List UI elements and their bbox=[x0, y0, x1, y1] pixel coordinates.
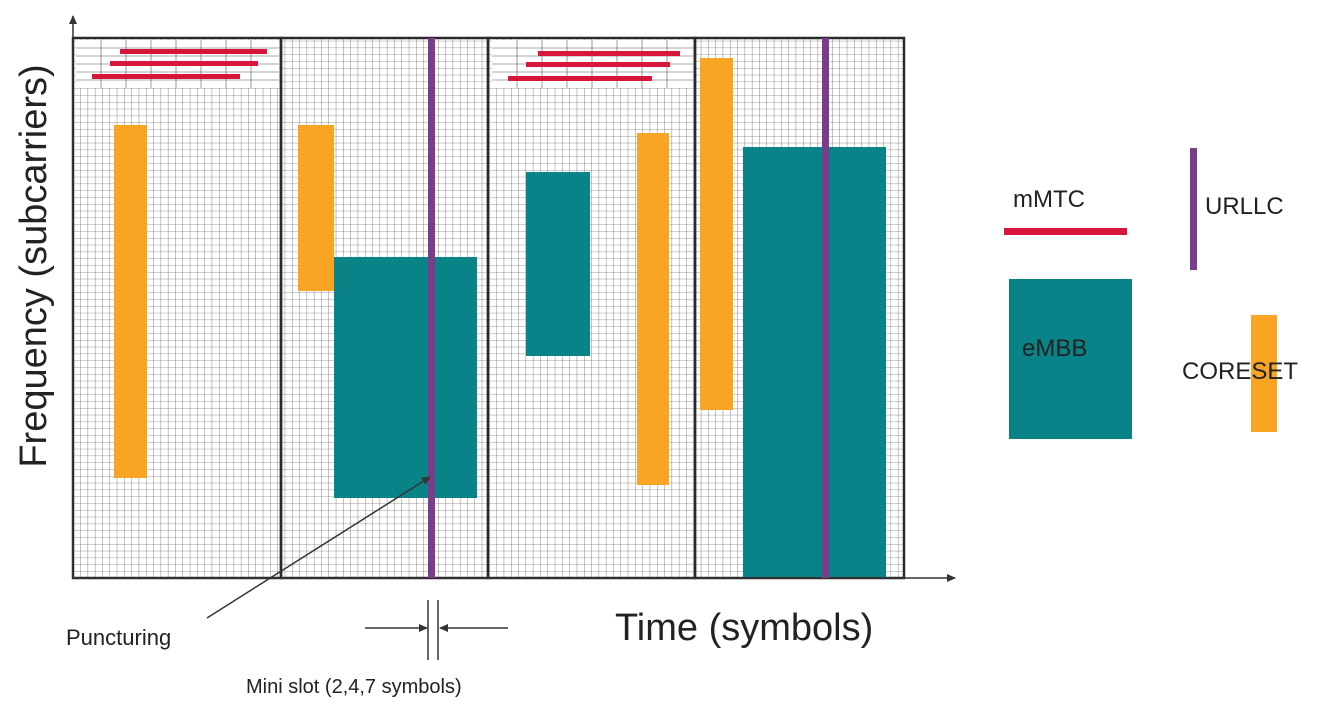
puncturing-label: Puncturing bbox=[66, 625, 171, 650]
legend-urllc-label: URLLC bbox=[1205, 193, 1284, 220]
mmtc-bar bbox=[92, 74, 240, 79]
urllc-line bbox=[822, 38, 829, 578]
legend-coreset-swatch bbox=[1251, 315, 1277, 432]
mmtc-bar bbox=[526, 62, 670, 67]
legend-mmtc-label: mMTC bbox=[1013, 186, 1085, 213]
mmtc-bar bbox=[110, 61, 258, 66]
mini-slot-indicator bbox=[365, 600, 508, 660]
legend-coreset-label: CORESET bbox=[1182, 358, 1298, 385]
coreset-bar bbox=[298, 125, 334, 291]
embb-block bbox=[743, 147, 886, 577]
legend-embb-label: eMBB bbox=[1022, 335, 1087, 362]
coreset-bar bbox=[700, 58, 733, 410]
embb-block bbox=[334, 257, 477, 498]
mmtc-bar bbox=[508, 76, 652, 81]
legend-mmtc-swatch bbox=[1004, 228, 1127, 235]
mmtc-bar bbox=[538, 51, 680, 56]
legend-urllc-swatch bbox=[1190, 148, 1197, 270]
urllc-line bbox=[428, 38, 435, 578]
mmtc-bar bbox=[120, 49, 267, 54]
puncturing-arrow bbox=[206, 476, 431, 619]
axes bbox=[69, 15, 956, 582]
coreset-bar bbox=[637, 133, 669, 485]
x-axis-label: Time (symbols) bbox=[615, 607, 873, 649]
y-axis-label: Frequency (subcarriers) bbox=[13, 64, 55, 467]
legend-embb-swatch bbox=[1009, 279, 1132, 439]
embb-block bbox=[526, 172, 590, 356]
mmtc-region-slot-3 bbox=[492, 40, 693, 88]
mini-slot-label: Mini slot (2,4,7 symbols) bbox=[246, 676, 462, 698]
mmtc-region-slot-1 bbox=[76, 40, 279, 88]
coreset-bar bbox=[114, 125, 147, 478]
